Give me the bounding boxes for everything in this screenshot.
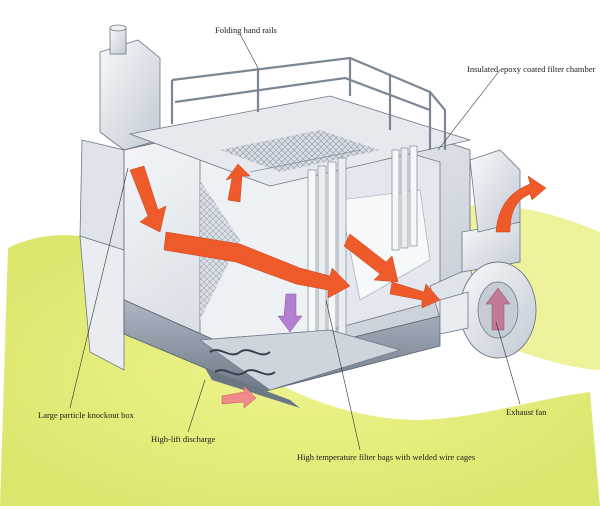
leader-lines [69, 33, 521, 451]
flow-arrow-right [343, 233, 399, 283]
label-knockout-box: Large particle knockout box [38, 410, 134, 420]
label-high-lift-discharge: High-lift discharge [151, 434, 216, 444]
discharge-arrow [221, 385, 257, 409]
label-insulated-chamber: Insulated epoxy coated filter chamber [467, 64, 596, 74]
filter-bags [307, 145, 418, 347]
hand-rails [170, 56, 447, 150]
roof-deck [128, 95, 472, 187]
hopper-conveyor [123, 299, 441, 408]
flow-arrow-main [163, 231, 351, 299]
label-filter-bags: High temperature filter bags with welded… [297, 452, 476, 462]
fan-arrow [485, 287, 511, 331]
flow-arrow-upper [225, 163, 251, 203]
airflow-arrows [129, 163, 547, 409]
exhaust-arrow-out [495, 175, 547, 233]
label-exhaust-fan: Exhaust fan [506, 407, 547, 417]
hopper-arrow [277, 293, 303, 333]
inlet-arrow [129, 165, 167, 233]
label-folding-hand-rails: Folding hand rails [215, 25, 277, 35]
flow-arrow-outlet [389, 281, 441, 309]
